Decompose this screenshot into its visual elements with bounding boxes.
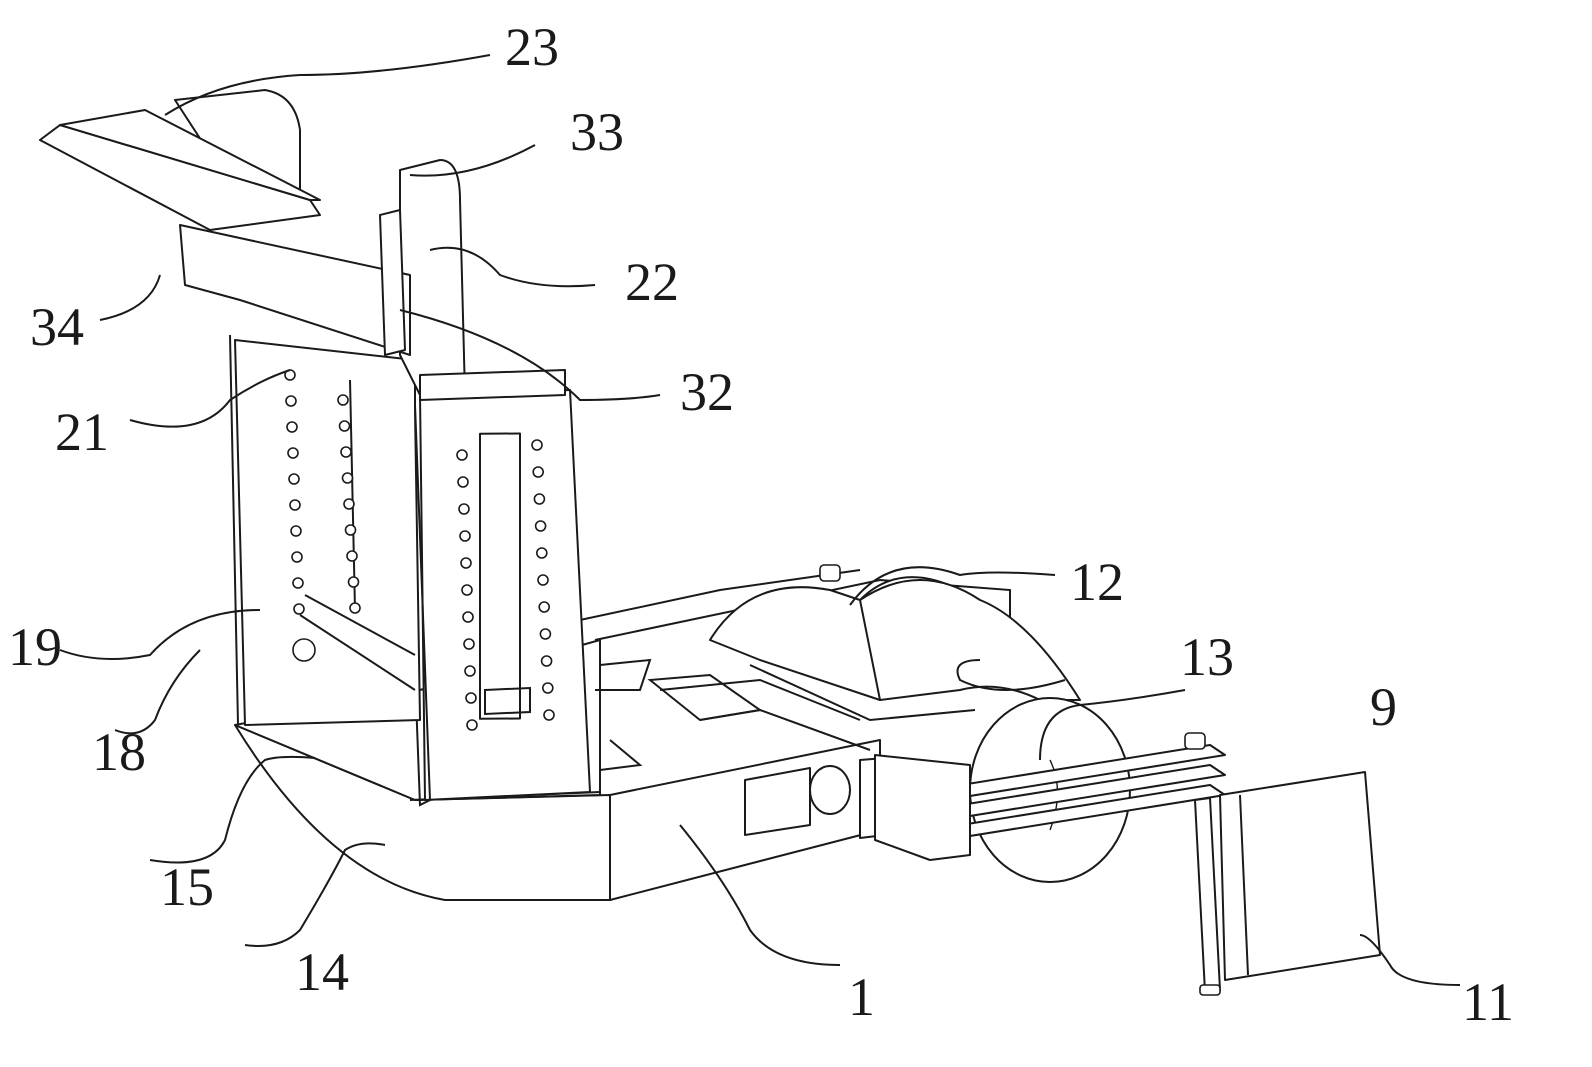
leader-34 xyxy=(99,274,161,321)
bolt-hole xyxy=(343,498,355,510)
bolt-hole xyxy=(458,503,470,515)
bolt-hole xyxy=(461,584,473,596)
bolt-hole xyxy=(465,692,477,704)
bolt-hole xyxy=(289,499,301,511)
bolt-hole xyxy=(341,472,354,484)
bolt-hole xyxy=(463,638,475,650)
bolt-hole xyxy=(287,447,299,459)
bolt-hole xyxy=(460,557,472,569)
label-19: 19 xyxy=(8,617,62,677)
label-18: 18 xyxy=(92,722,146,782)
upper-arm xyxy=(39,89,566,401)
bolt-hole xyxy=(286,421,298,433)
label-32: 32 xyxy=(680,362,734,422)
bolt-hole xyxy=(338,420,351,432)
leader-lines xyxy=(59,54,1461,986)
bolt-hole xyxy=(337,394,349,406)
bolt-hole xyxy=(543,709,555,721)
bolt-hole xyxy=(340,446,352,458)
bolt-hole xyxy=(535,547,548,559)
label-34: 34 xyxy=(30,297,84,357)
bolt-hole xyxy=(457,476,469,488)
bolt-hole xyxy=(459,530,471,542)
bolt-hole xyxy=(534,520,547,532)
bolt-hole xyxy=(288,473,300,485)
bolt-hole xyxy=(538,601,551,613)
bolt-hole xyxy=(466,719,478,731)
label-14: 14 xyxy=(295,942,349,1002)
bolt-hole xyxy=(285,395,297,407)
leader-23 xyxy=(164,54,491,116)
bolt-hole xyxy=(290,525,302,537)
front-column xyxy=(403,389,591,807)
leader-14 xyxy=(244,842,386,947)
label-33: 33 xyxy=(570,102,624,162)
bolt-hole xyxy=(532,466,545,478)
leader-32 xyxy=(399,309,661,402)
leader-18 xyxy=(114,649,201,735)
bolt-hole xyxy=(541,682,554,694)
label-22: 22 xyxy=(625,252,679,312)
bolt-hole xyxy=(292,577,304,589)
leader-21 xyxy=(129,369,291,428)
label-13: 13 xyxy=(1180,627,1234,687)
label-9: 9 xyxy=(1370,677,1397,737)
bolt-hole xyxy=(346,550,358,562)
label-23: 23 xyxy=(505,17,559,77)
leader-19 xyxy=(59,609,261,660)
bolt-hole xyxy=(456,449,468,461)
bolt-hole xyxy=(531,439,543,451)
bolt-hole xyxy=(349,602,361,614)
bolt-hole xyxy=(293,603,305,615)
bolt-hole xyxy=(540,655,553,667)
bolt-hole xyxy=(464,665,476,677)
label-21: 21 xyxy=(55,402,109,462)
bolt-holes xyxy=(284,369,555,731)
bolt-hole xyxy=(537,574,549,586)
bolt-hole xyxy=(347,576,360,588)
leader-11 xyxy=(1359,934,1461,986)
label-12: 12 xyxy=(1070,552,1124,612)
bolt-hole xyxy=(462,611,474,623)
label-1: 1 xyxy=(848,967,875,1027)
leader-12 xyxy=(849,566,1056,606)
leader-9 xyxy=(1039,689,1186,761)
leader-1 xyxy=(679,824,841,966)
paddle-11 xyxy=(1194,771,1381,996)
leader-33 xyxy=(409,144,536,177)
reference-labels: 23 33 22 34 32 21 12 13 9 19 18 15 14 1 … xyxy=(8,17,1514,1032)
bolt-hole xyxy=(533,493,546,505)
bolt-hole xyxy=(291,551,303,563)
bolt-hole xyxy=(539,628,552,640)
label-15: 15 xyxy=(160,857,214,917)
label-11: 11 xyxy=(1462,972,1514,1032)
leader-15 xyxy=(149,755,316,864)
bolt-hole xyxy=(344,524,357,536)
leader-13 xyxy=(956,659,1066,691)
leader-22 xyxy=(429,246,596,288)
rear-column xyxy=(229,334,421,726)
